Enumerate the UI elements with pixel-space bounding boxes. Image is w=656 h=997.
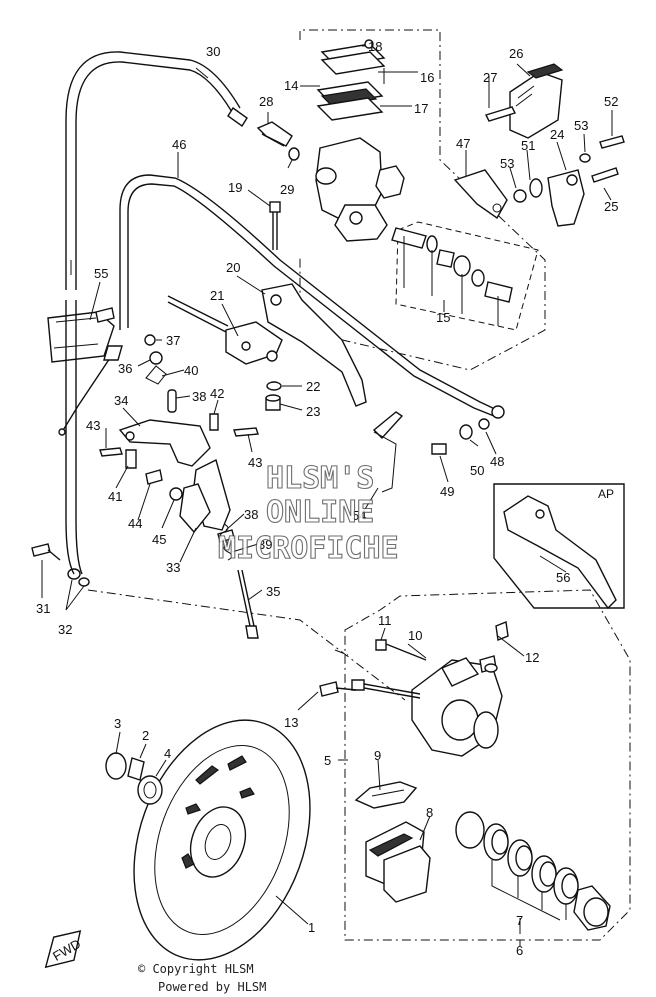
spring-plate-9 (354, 781, 418, 809)
clamp-55 (47, 307, 115, 363)
small-parts-left (99, 334, 259, 457)
callout-33: 33 (166, 560, 180, 575)
callout-22: 22 (306, 379, 320, 394)
callout-29: 29 (280, 182, 294, 197)
clip-54 (372, 411, 404, 493)
callout-28: 28 (259, 94, 273, 109)
callout-2: 2 (142, 728, 149, 743)
callout-51: 51 (521, 138, 535, 153)
callout-53b: 53 (500, 156, 514, 171)
callout-39: 39 (258, 537, 272, 552)
cable-46 (119, 174, 505, 419)
callout-40: 40 (184, 363, 198, 378)
callout-1: 1 (308, 920, 315, 935)
reservoir-group (453, 63, 625, 227)
arm-33 (145, 458, 231, 534)
callout-numbers: 1 2 3 4 5 6 7 8 9 10 11 12 13 14 15 16 1… (36, 39, 618, 958)
callout-43a: 43 (86, 418, 100, 433)
callout-34: 34 (114, 393, 128, 408)
brake-pads-8 (365, 821, 431, 903)
fwd-arrow-icon: FWD (44, 930, 83, 969)
callout-12: 12 (525, 650, 539, 665)
bushing-22-23 (265, 381, 282, 411)
inset-ap-label: AP (598, 487, 614, 501)
callout-27: 27 (483, 70, 497, 85)
callout-36: 36 (118, 361, 132, 376)
cable-30 (65, 51, 248, 290)
callout-55: 55 (94, 266, 108, 281)
watermark: HLSM'S ONLINE MICROFICHE (217, 460, 399, 566)
callout-53a: 53 (574, 118, 588, 133)
caliper (319, 621, 509, 757)
callout-18: 18 (368, 39, 382, 54)
callout-31: 31 (36, 601, 50, 616)
watermark-line1: HLSM'S (266, 461, 374, 496)
leader-lines (87, 589, 406, 701)
callout-32: 32 (58, 622, 72, 637)
callout-42: 42 (210, 386, 224, 401)
callout-38b: 38 (244, 507, 258, 522)
callout-41: 41 (108, 489, 122, 504)
fitting-28 (256, 121, 300, 161)
bolt-31 (31, 519, 90, 587)
callout-30: 30 (206, 44, 220, 59)
callout-15: 15 (436, 310, 450, 325)
callout-19: 19 (228, 180, 242, 195)
callout-8: 8 (426, 805, 433, 820)
piston-kit-15 (391, 221, 539, 331)
callout-37: 37 (166, 333, 180, 348)
callout-23: 23 (306, 404, 320, 419)
callout-38a: 38 (192, 389, 206, 404)
callout-10: 10 (408, 628, 422, 643)
bracket-34 (118, 419, 211, 469)
callout-17: 17 (414, 101, 428, 116)
collar-2-3-4 (105, 752, 163, 805)
callout-25: 25 (604, 199, 618, 214)
watermark-line2: ONLINE (266, 495, 374, 530)
powered-by-text: Powered by HLSM (158, 980, 267, 994)
callout-24: 24 (550, 127, 564, 142)
callout-26: 26 (509, 46, 523, 61)
callout-6: 6 (516, 943, 523, 958)
callout-20: 20 (226, 260, 240, 275)
callout-47: 47 (456, 136, 470, 151)
bolt-19 (269, 201, 281, 250)
callout-45: 45 (152, 532, 166, 547)
callout-50: 50 (470, 463, 484, 478)
callout-56: 56 (556, 570, 570, 585)
callout-35: 35 (266, 584, 280, 599)
watermark-line3: MICROFICHE (218, 531, 399, 566)
callout-43b: 43 (248, 455, 262, 470)
callout-7: 7 (516, 913, 523, 928)
callout-3: 3 (114, 716, 121, 731)
callout-14: 14 (284, 78, 298, 93)
callout-54: 54 (352, 508, 366, 523)
brake-disc-1 (133, 719, 311, 961)
callout-46: 46 (172, 137, 186, 152)
copyright-text: © Copyright HLSM (138, 962, 254, 976)
master-cylinder (315, 39, 405, 242)
callout-5: 5 (324, 753, 331, 768)
brake-lever (167, 283, 367, 407)
callout-16: 16 (420, 70, 434, 85)
cable-end (58, 300, 123, 520)
callout-21: 21 (210, 288, 224, 303)
callout-9: 9 (374, 748, 381, 763)
callout-11: 11 (378, 613, 392, 628)
callout-48: 48 (490, 454, 504, 469)
callout-52: 52 (604, 94, 618, 109)
callout-44: 44 (128, 516, 142, 531)
pistons-seals (455, 811, 611, 931)
callout-13: 13 (284, 715, 298, 730)
callout-leaders (41, 45, 613, 946)
inset-ap: AP (493, 483, 625, 610)
master-cylinder-outline (299, 29, 546, 371)
callout-49: 49 (440, 484, 454, 499)
washers-48-50 (431, 418, 490, 455)
callout-4: 4 (164, 746, 171, 761)
